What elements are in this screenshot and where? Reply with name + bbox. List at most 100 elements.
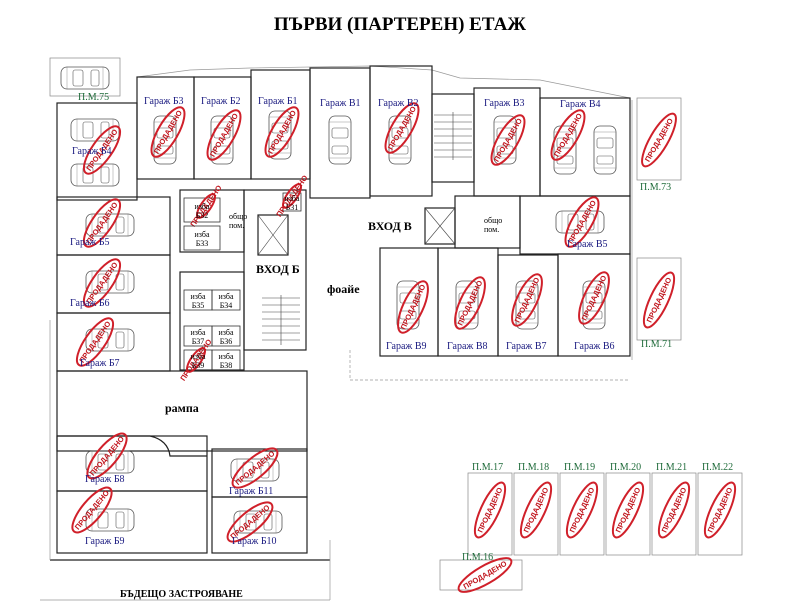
garage-label: Гараж В9 [386, 341, 427, 352]
cellar-number: Б36 [220, 337, 233, 346]
sold-stamp: ПРОДАДЕНО [397, 280, 429, 334]
sold-stamp: ПРОДАДЕНО [264, 106, 300, 158]
future-construction-label: БЪДЕЩО ЗАСТРОЯВАНЕ [120, 589, 243, 600]
common-room-2-line2: пом. [484, 225, 499, 234]
foyer-label: фоайе [327, 282, 360, 296]
garage-label: Гараж В1 [320, 98, 361, 109]
parking-space-19[interactable]: ПРОДАДЕНО П.М.19 [561, 462, 603, 541]
garage-label: Гараж Б10 [232, 536, 277, 547]
garage-label: Гараж Б2 [201, 96, 241, 107]
elevator-b [257, 214, 289, 256]
sold-stamp: ПРОДАДЕНО [511, 273, 543, 327]
cellar-number: Б34 [220, 301, 233, 310]
garage-label: Гараж Б1 [258, 96, 298, 107]
cellar-label: изба [194, 230, 210, 239]
ramp-label: рампа [165, 401, 199, 415]
staircase-v [434, 112, 472, 160]
page-title: ПЪРВИ (ПАРТЕРЕН) ЕТАЖ [274, 14, 526, 35]
parking-label: П.М.73 [640, 182, 671, 193]
cellar-label: изба [218, 352, 234, 361]
common-room-2-line1: общо [484, 216, 502, 225]
sold-stamp: ПРОДАДЕНО [490, 114, 526, 166]
building-walls [40, 65, 633, 601]
entrance-b-label: ВХОД Б [256, 262, 300, 276]
sold-stamp: ПРОДАДЕНО [206, 109, 242, 161]
garage-v8[interactable]: ПРОДАДЕНО Гараж В8 [447, 273, 491, 352]
parking-space-17[interactable]: ПРОДАДЕНО П.М.17 [469, 462, 511, 541]
garage-v1[interactable]: Гараж В1 [320, 98, 361, 109]
sold-stamp: ПРОДАДЕНО [642, 271, 676, 329]
parking-space-18[interactable]: ПРОДАДЕНО П.М.18 [515, 462, 557, 541]
cellar-number: Б32 [196, 211, 209, 220]
parking-label: П.М.21 [656, 462, 687, 473]
cellar-number: Б31 [286, 203, 299, 212]
cellar-label: изба [190, 292, 206, 301]
garage-label: Гараж Б9 [85, 536, 125, 547]
parking-space-21[interactable]: ПРОДАДЕНО П.М.21 [653, 462, 695, 541]
parking-label: П.М.19 [564, 462, 595, 473]
sold-stamp: ПРОДАДЕНО [150, 106, 186, 158]
entrance-v-label: ВХОД В [368, 219, 412, 233]
sold-stamp: ПРОДАДЕНО [454, 276, 486, 330]
sold-stamp: ПРОДАДЕНО [565, 481, 599, 539]
parking-label: П.М.20 [610, 462, 641, 473]
sold-stamp: ПРОДАДЕНО [657, 481, 691, 539]
garage-label: Гараж В4 [560, 99, 601, 110]
garage-v9[interactable]: ПРОДАДЕНО Гараж В9 [386, 277, 434, 352]
parking-label: П.М.22 [702, 462, 733, 473]
sold-stamp: ПРОДАДЕНО [703, 481, 737, 539]
parking-label: П.М.17 [472, 462, 503, 473]
garage-label: Гараж Б8 [85, 474, 125, 485]
parking-label: П.М.18 [518, 462, 549, 473]
garage-label: Гараж Б3 [144, 96, 184, 107]
garage-label: Гараж В3 [484, 98, 525, 109]
common-room-1-line1: общо [229, 212, 247, 221]
parking-label: П.М.75 [78, 92, 109, 103]
parking-slots [49, 57, 743, 591]
parking-space-22[interactable]: ПРОДАДЕНО П.М.22 [699, 462, 741, 541]
parking-label: П.М.71 [641, 339, 672, 350]
garage-v3[interactable]: ПРОДАДЕНО Гараж В3 [484, 98, 531, 169]
garage-label: Гараж Б5 [70, 237, 110, 248]
cellar-number: Б38 [220, 361, 233, 370]
cellar-number: Б35 [192, 301, 205, 310]
parking-space-71[interactable]: ПРОДАДЕНО П.М.71 [638, 269, 680, 350]
elevator-v [424, 207, 456, 245]
cellar-number: Б37 [192, 337, 205, 346]
garage-label: Гараж В2 [378, 98, 419, 109]
common-room-1-line2: пом. [229, 221, 244, 230]
sold-stamp: ПРОДАДЕНО [611, 481, 645, 539]
garage-label: Гараж В5 [567, 239, 608, 250]
garage-label: Гараж В8 [447, 341, 488, 352]
sold-stamp: ПРОДАДЕНО [519, 481, 553, 539]
garage-label: Гараж Б4 [72, 146, 112, 157]
cellar-label: изба [218, 292, 234, 301]
cellar-label: изба [190, 328, 206, 337]
parking-space-75[interactable]: П.М.75 [78, 92, 109, 103]
sold-stamp: ПРОДАДЕНО [473, 481, 507, 539]
parking-space-20[interactable]: ПРОДАДЕНО П.М.20 [607, 462, 649, 541]
garage-label: Гараж В6 [574, 341, 615, 352]
parking-label: П.М.16 [462, 552, 493, 563]
cellar-number: Б33 [196, 239, 209, 248]
garage-label: Гараж Б7 [80, 358, 120, 369]
